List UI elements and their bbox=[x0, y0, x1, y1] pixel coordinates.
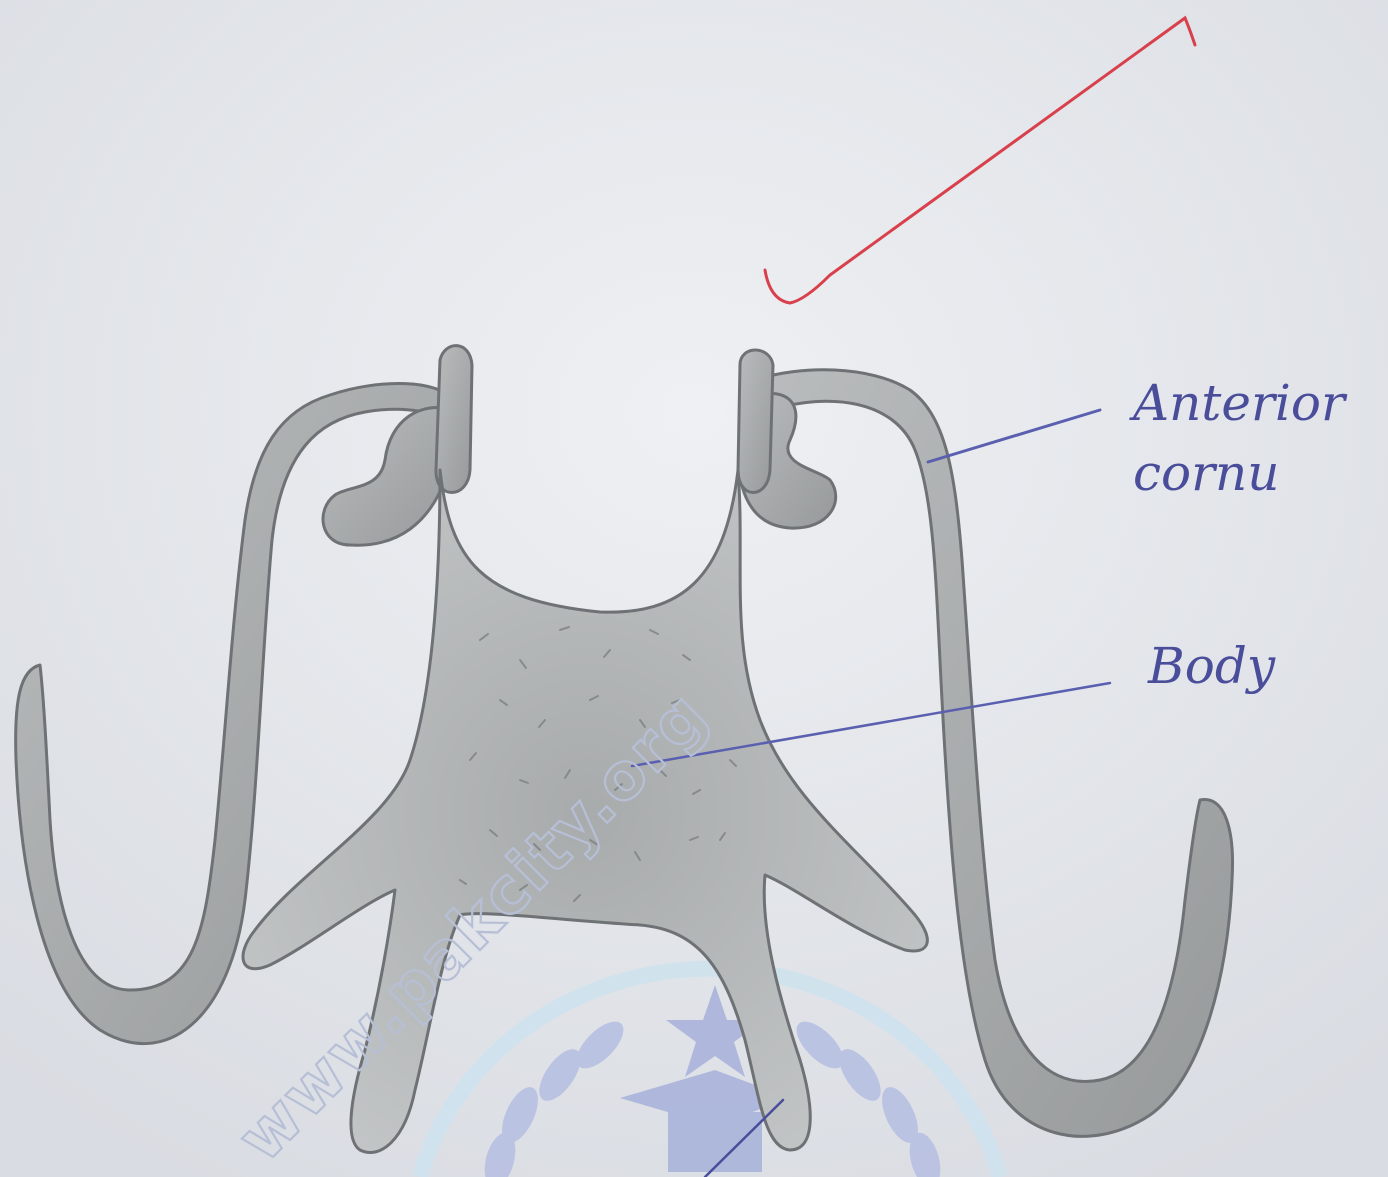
label-anterior-line1: Anterior bbox=[1129, 374, 1348, 432]
right-upper-process bbox=[738, 350, 773, 493]
label-anterior-line2: cornu bbox=[1133, 444, 1279, 502]
label-body: Body bbox=[1147, 637, 1276, 695]
